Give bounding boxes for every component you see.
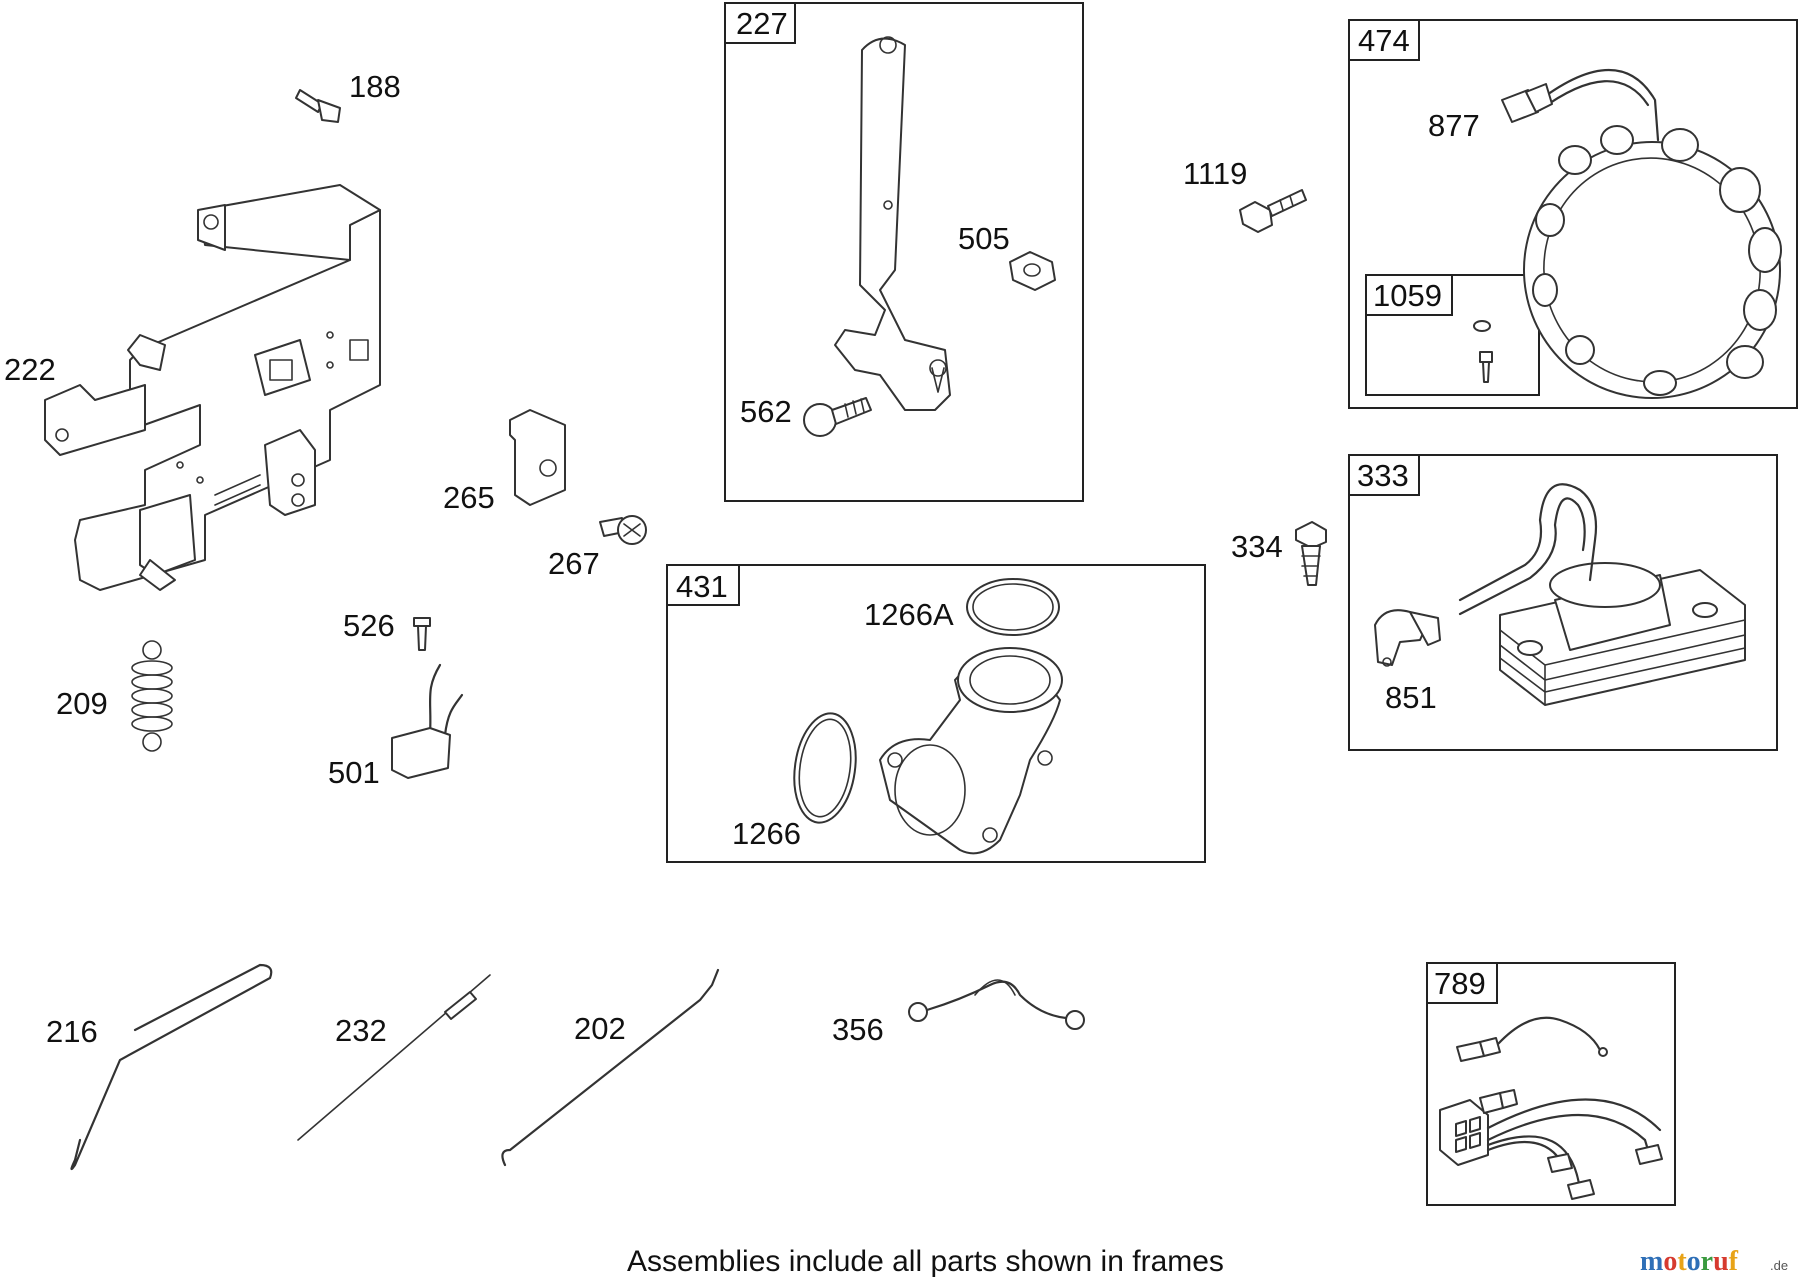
frame-label-227: 227 — [736, 6, 788, 41]
part-label-267: 267 — [548, 546, 600, 581]
watermark-suffix: .de — [1770, 1258, 1788, 1273]
screw-526-drawing — [413, 617, 431, 651]
ground-strap-356-drawing — [908, 979, 1085, 1030]
watermark-letter: f — [1729, 1246, 1739, 1277]
part-label-505: 505 — [958, 221, 1010, 256]
frame-431: 431 — [666, 564, 1206, 863]
rod-216-drawing — [70, 963, 273, 1171]
frame-label-474: 474 — [1358, 23, 1410, 58]
module-501-drawing — [391, 663, 464, 779]
screw-188-drawing — [295, 89, 341, 123]
bracket-265-drawing — [509, 409, 566, 506]
screw-562-drawing — [803, 397, 872, 437]
part-label-526: 526 — [343, 608, 395, 643]
part-label-877: 877 — [1428, 108, 1480, 143]
spring-209-drawing — [131, 640, 173, 752]
part-label-851: 851 — [1385, 680, 1437, 715]
frame-label-789: 789 — [1434, 966, 1486, 1001]
part-label-216: 216 — [46, 1014, 98, 1049]
kit-1059-drawing — [1473, 320, 1493, 383]
screw-334-drawing — [1295, 521, 1327, 586]
part-label-265: 265 — [443, 480, 495, 515]
part-label-232: 232 — [335, 1013, 387, 1048]
screw-267-drawing — [599, 515, 647, 545]
part-label-1266: 1266 — [732, 816, 801, 851]
watermark-text: motoruf — [1640, 1246, 1739, 1277]
watermark-letter: t — [1677, 1246, 1687, 1277]
cable-232-drawing — [297, 974, 491, 1141]
frame-333: 333 — [1348, 454, 1778, 751]
diagram-caption: Assemblies include all parts shown in fr… — [627, 1245, 1224, 1278]
part-label-334: 334 — [1231, 529, 1283, 564]
watermark-letter: m — [1640, 1246, 1663, 1277]
frame-label-333: 333 — [1357, 458, 1409, 493]
frame-label-431: 431 — [676, 569, 728, 604]
bolt-1119-drawing — [1239, 189, 1307, 233]
part-label-209: 209 — [56, 686, 108, 721]
frame-789: 789 — [1426, 962, 1676, 1206]
frame-label-1059: 1059 — [1373, 278, 1442, 313]
part-label-562: 562 — [740, 394, 792, 429]
oring-1266-drawing — [793, 712, 857, 824]
watermark-logo: motoruf .de — [1640, 1246, 1788, 1277]
part-label-356: 356 — [832, 1012, 884, 1047]
intake-elbow-drawing — [879, 647, 1063, 855]
nut-505-drawing — [1009, 251, 1056, 291]
lever-227-drawing — [834, 36, 951, 411]
frame-227: 227 — [724, 2, 1084, 502]
part-label-222: 222 — [4, 352, 56, 387]
watermark-letter: o — [1687, 1246, 1701, 1277]
part-label-1119: 1119 — [1183, 156, 1247, 191]
part-label-1266A: 1266A — [864, 597, 954, 632]
frame-474: 474 — [1348, 19, 1798, 409]
part-label-501: 501 — [328, 755, 380, 790]
watermark-letter: o — [1663, 1246, 1677, 1277]
part-label-188: 188 — [349, 69, 401, 104]
part-label-202: 202 — [574, 1011, 626, 1046]
wire-harness-789-drawing — [1439, 1016, 1663, 1200]
watermark-letter: r — [1701, 1246, 1713, 1277]
ignition-coil-333-drawing — [1374, 483, 1746, 706]
watermark-letter: u — [1713, 1246, 1729, 1277]
control-bracket-drawing — [44, 184, 381, 591]
alternator-474-drawing — [1501, 69, 1782, 399]
rod-202-drawing — [501, 968, 720, 1167]
frame-1059: 1059 — [1365, 274, 1540, 396]
oring-1266a-drawing — [966, 578, 1060, 636]
